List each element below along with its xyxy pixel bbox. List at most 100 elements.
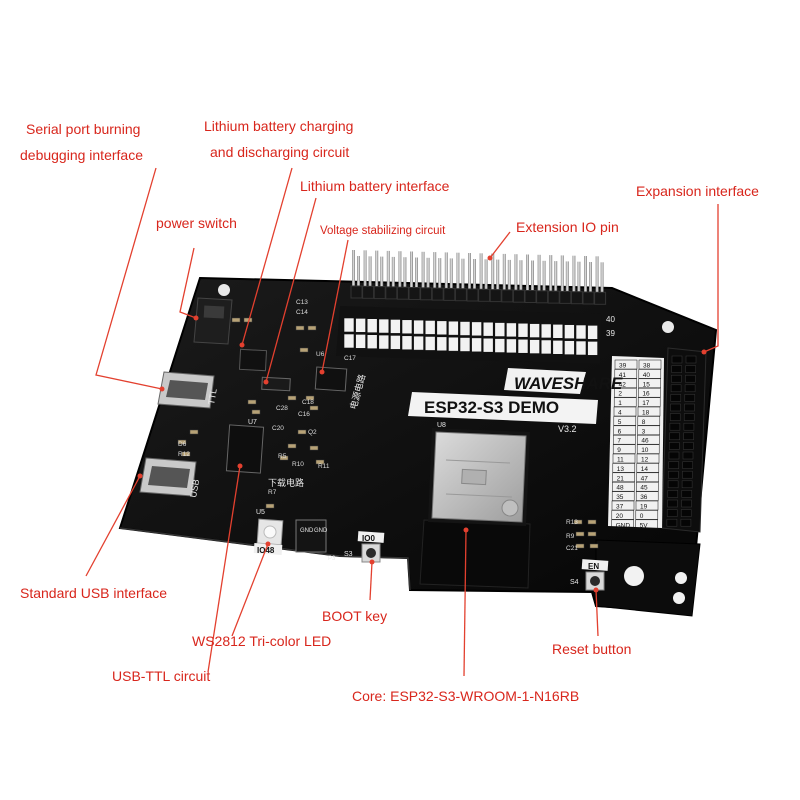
leader-ws2812	[231, 543, 269, 637]
expansion-pin-label: 18	[642, 410, 650, 417]
right-grid-cell	[611, 500, 635, 511]
top-pin-label-strip	[336, 306, 602, 364]
right-grid-cell	[612, 453, 636, 464]
header-pin	[501, 253, 514, 303]
extension-io-header	[350, 250, 607, 305]
board-version: V3.2	[558, 424, 577, 434]
socket-hole	[681, 490, 693, 498]
right-grid-cell	[638, 359, 662, 370]
label-ws2812: WS2812 Tri-color LED	[192, 633, 331, 649]
top-grid-cell	[355, 334, 366, 349]
expansion-connector	[661, 347, 707, 533]
top-grid-cell	[413, 335, 424, 351]
expansion-pin-label: 42	[619, 381, 627, 388]
lipo-connector	[261, 376, 291, 392]
top-grid-cell	[482, 321, 494, 337]
top-grid-cell	[506, 322, 517, 338]
expansion-pin-label: 10	[641, 447, 649, 454]
header-pin	[594, 256, 607, 305]
right-grid-cell	[636, 444, 660, 454]
leader-expansion	[703, 204, 719, 353]
ttl-silk: TTL	[206, 388, 219, 406]
socket-hole	[671, 374, 682, 383]
smd-part	[307, 325, 317, 331]
ref-u7: U7	[248, 419, 257, 426]
socket-hole	[670, 403, 681, 412]
expansion-pin-label: 39	[619, 363, 627, 370]
expansion-pin-label: 12	[641, 457, 649, 464]
top-grid-cell	[424, 320, 436, 335]
right-grid-cell	[612, 444, 636, 454]
expansion-pin-label: 41	[619, 372, 627, 379]
smd-part	[309, 445, 319, 451]
socket-hole	[685, 355, 697, 364]
socket-hole	[682, 470, 693, 479]
smd-part	[299, 347, 309, 353]
label-lipo-charge-line1: Lithium battery charging	[204, 118, 353, 134]
smd-part	[573, 519, 583, 525]
right-grid-cell	[637, 406, 661, 417]
header-pin	[478, 253, 491, 302]
ref-designator: R10	[292, 461, 304, 468]
en-silk: EN	[588, 562, 599, 571]
board-title: ESP32-S3 DEMO	[424, 398, 559, 417]
p3-header: GND GND P3	[295, 519, 336, 562]
label-voltage-reg: Voltage stabilizing circuit	[320, 225, 446, 237]
usb-silk: USB	[188, 478, 201, 498]
ws2812-led: U5 IO48	[253, 509, 284, 555]
right-grid-cell	[612, 481, 635, 492]
label-power-switch: power switch	[156, 215, 237, 231]
right-grid-cell	[613, 406, 637, 417]
socket-hole	[670, 384, 682, 393]
top-grid-cell	[343, 333, 355, 349]
boot-ref: S3	[344, 551, 353, 558]
smd-part	[587, 531, 597, 537]
expansion-pin-label: 4	[618, 410, 622, 417]
expansion-pin-label: 21	[617, 475, 625, 482]
right-grid-cell	[614, 378, 637, 389]
leader-std-usb	[85, 475, 141, 577]
socket-hole	[685, 374, 696, 383]
ref-designator: R9	[566, 533, 575, 540]
smd-part	[189, 429, 199, 435]
ref-designator: D6	[178, 441, 187, 448]
socket-hole	[683, 432, 694, 441]
socket-hole	[669, 442, 680, 450]
ref-designator: U6	[316, 351, 325, 358]
header-pin	[536, 254, 549, 304]
callout-labels: Serial port burning debugging interface …	[20, 118, 759, 704]
expansion-pin-label: 11	[617, 457, 624, 464]
expansion-pin-label: GND	[616, 522, 631, 529]
usbc-serial-port: TTL	[157, 371, 219, 409]
label-serial-line1: Serial port burning	[26, 121, 140, 137]
smd-part	[251, 409, 261, 415]
header-pin	[582, 256, 595, 305]
socket-hole	[667, 490, 679, 498]
smd-part	[315, 459, 325, 465]
expansion-pin-label: 36	[640, 494, 648, 501]
socket-hole	[685, 365, 696, 373]
top-pin-grid	[343, 317, 598, 356]
socket-hole	[684, 403, 695, 412]
socket-hole	[666, 518, 678, 527]
smd-part	[287, 443, 297, 449]
leader-usb-ttl	[207, 465, 241, 673]
expansion-pin-label: 5	[618, 419, 622, 426]
expansion-pin-label: 48	[616, 485, 624, 492]
top-grid-cell	[378, 318, 390, 334]
socket-hole	[666, 509, 678, 517]
label-core: Core: ESP32-S3-WROOM-1-N16RB	[352, 688, 579, 704]
top-grid-cell	[494, 338, 506, 353]
expansion-pin-label: 9	[617, 447, 621, 454]
right-grid-cell	[636, 472, 659, 483]
leader-serial	[95, 167, 163, 390]
expansion-pin-label: 0	[640, 513, 644, 520]
right-grid-cell	[613, 416, 637, 426]
top-grid-cell	[552, 339, 564, 355]
top-grid-cell	[506, 338, 517, 354]
top-grid-cell	[587, 325, 598, 340]
expansion-pin-label: 7	[617, 438, 621, 445]
smd-components	[177, 317, 599, 549]
dl-cn-silk: 下载电路	[268, 477, 304, 488]
